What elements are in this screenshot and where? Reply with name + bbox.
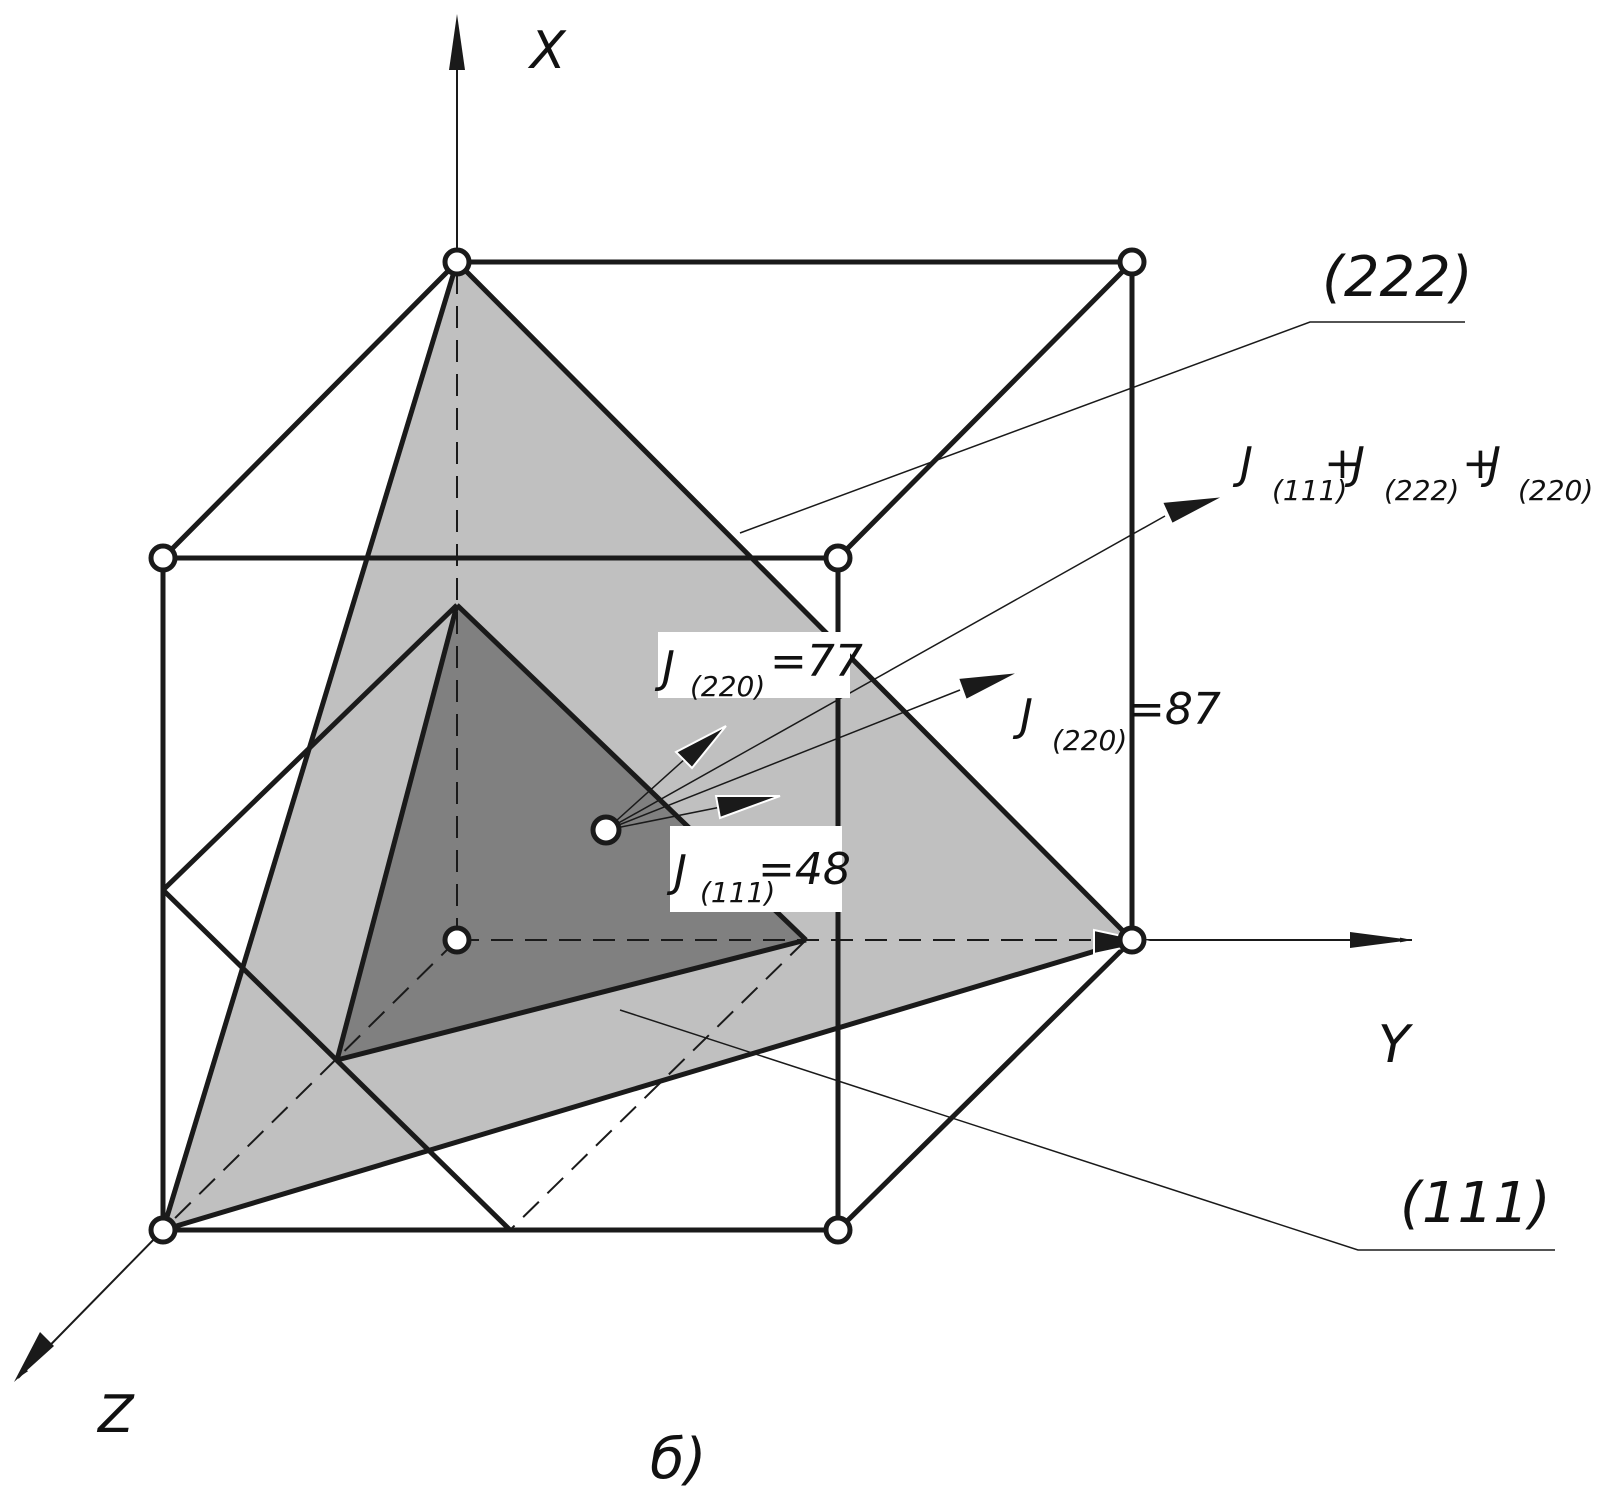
- arrowhead-111-48: [714, 795, 781, 820]
- vertex-top-front-right: [823, 543, 853, 573]
- sum-j1: J: [1232, 438, 1253, 489]
- plane-111-label: (111): [1400, 1171, 1551, 1236]
- j220-77-eq: =77: [770, 636, 863, 687]
- x-axis-label: X: [527, 21, 567, 81]
- z-axis-arrowhead: [14, 1332, 54, 1382]
- vectors: [605, 515, 1166, 831]
- label-box-111-48: [670, 826, 842, 912]
- leader-lines: [619, 321, 1555, 1251]
- leader-222: [739, 321, 1465, 534]
- j220-77-sub: (220): [690, 670, 765, 703]
- z-axis-label: Z: [96, 1385, 135, 1445]
- vertex-top-back-left: [442, 247, 472, 277]
- vector-sum: [605, 515, 1166, 831]
- cube-edges: [160, 259, 1135, 1233]
- label-box-220-77: [658, 632, 850, 698]
- j220-87-j: J: [1012, 690, 1033, 741]
- plane-edges: [160, 260, 1134, 1233]
- vector-origin-point: [590, 814, 622, 846]
- sum-j3-sub: (220): [1518, 474, 1593, 507]
- vector-220-77-label: J (220) =77: [654, 636, 863, 703]
- sum-plus1: +: [1324, 438, 1361, 489]
- vector-220-77: [605, 757, 687, 831]
- vector-111-48-label: J (111) =48: [666, 844, 851, 909]
- plane-222-label: (222): [1322, 245, 1473, 310]
- j220-87-sub: (220): [1052, 724, 1127, 757]
- x-axis-arrowhead: [449, 14, 465, 70]
- j111-48-sub: (111): [700, 876, 775, 909]
- j220-87-eq: =87: [1128, 684, 1221, 735]
- vertex-top-front-left: [148, 543, 178, 573]
- y-axis-label: Y: [1378, 1015, 1414, 1075]
- arrowhead-sum: [1160, 495, 1226, 526]
- vector-111-48: [605, 805, 727, 831]
- j111-48-eq: =48: [758, 844, 851, 895]
- vertex-origin: [442, 925, 472, 955]
- hidden-edges: [162, 262, 1132, 1231]
- vertex-bottom-front-right: [823, 1215, 853, 1245]
- y-axis-arrowhead: [1350, 932, 1412, 948]
- vector-220-87: [605, 689, 961, 831]
- sum-j2-sub: (222): [1384, 474, 1459, 507]
- arrowhead-220-77: [674, 725, 727, 770]
- sum-vector-label: J (111) + J (222) + J (220): [1232, 438, 1593, 507]
- sum-j1-sub: (111): [1272, 474, 1347, 507]
- vertices: [148, 247, 1147, 1245]
- vector-220-87-label: J (220) =87: [1012, 684, 1221, 757]
- vertex-top-back-right: [1117, 247, 1147, 277]
- vertex-bottom-back-right: [1117, 925, 1147, 955]
- leader-111: [619, 1009, 1555, 1251]
- sum-plus2: +: [1462, 438, 1499, 489]
- vertex-bottom-front-left: [148, 1215, 178, 1245]
- arrowhead-220-87: [956, 671, 1021, 702]
- figure-caption: б): [650, 1427, 706, 1492]
